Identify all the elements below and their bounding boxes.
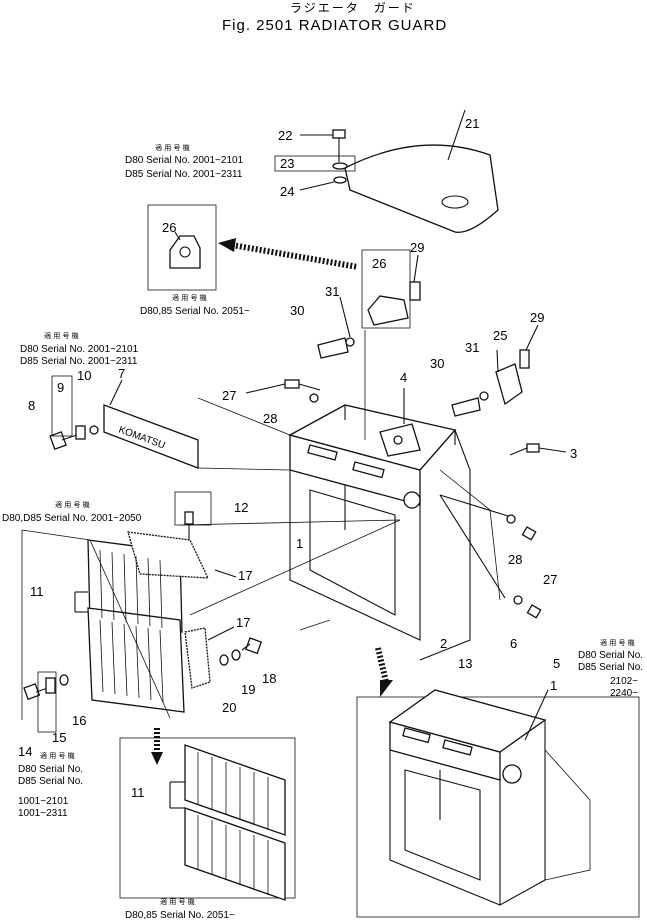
serial-line: 2240~ (610, 688, 638, 699)
serial-line: D85 Serial No. 2001~2311 (125, 169, 243, 180)
serial-note-top: 適 用 号 機 D80 Serial No. 2001~2101 D85 Ser… (125, 143, 244, 180)
part-label-27b: 27 (543, 572, 557, 587)
part-label-3: 3 (570, 446, 577, 461)
part-label-12: 12 (234, 500, 248, 515)
serial-note-grille-new: 適 用 号 機 D80,85 Serial No. 2051~ (125, 897, 235, 921)
part-label-1: 1 (296, 536, 303, 551)
part-label-2: 2 (440, 636, 447, 651)
part-label-9: 9 (57, 380, 64, 395)
part-label-11: 11 (30, 584, 44, 599)
figure-title: Fig. 2501 RADIATOR GUARD (222, 17, 447, 34)
serial-line: D80 Serial No. (578, 650, 643, 661)
serial-jp: 適 用 号 機 (44, 331, 79, 340)
callout-15-box (37, 671, 57, 733)
part-label-20: 20 (222, 700, 236, 715)
serial-note-grille-old: 適 用 号 機 D80 Serial No. D85 Serial No. 10… (18, 751, 83, 819)
part-label-25: 25 (493, 328, 507, 343)
inset-bracket-26 (147, 204, 217, 291)
serial-line: D85 Serial No. (578, 662, 643, 673)
serial-jp: 適 用 号 機 (40, 751, 75, 760)
part-label-27: 27 (222, 388, 236, 403)
radiator-guard-frame (288, 404, 501, 661)
direction-arrow-3 (151, 728, 163, 765)
serial-line: D80 Serial No. (18, 764, 83, 775)
part-label-13: 13 (458, 656, 472, 671)
part-label-5: 5 (553, 656, 560, 671)
part-label-18: 18 (262, 671, 276, 686)
radiator-cover (344, 109, 499, 233)
part-label-8: 8 (28, 398, 35, 413)
bolt-27-top (245, 379, 321, 403)
part-label-10: 10 (77, 368, 91, 383)
part-label-4: 4 (400, 370, 407, 385)
inset-grille-slats (197, 752, 269, 895)
inset-frame-variant (356, 689, 640, 918)
serial-note-grille: 適 用 号 機 D80,D85 Serial No. 2001~2050 (2, 500, 142, 524)
serial-line: D85 Serial No. 2001~2311 (20, 356, 138, 367)
serial-line: D80,85 Serial No. 2051~ (125, 910, 235, 921)
part-label-22: 22 (278, 128, 292, 143)
bolt-22 (299, 129, 348, 191)
serial-jp: 適 用 号 機 (155, 143, 190, 152)
direction-arrow-2 (375, 647, 393, 697)
part-label-17b: 17 (236, 615, 250, 630)
serial-note-frame: 適 用 号 機 D80 Serial No. D85 Serial No. 21… (578, 638, 643, 699)
serial-line: D80 Serial No. 2001~2101 (125, 155, 244, 166)
part-label-21: 21 (465, 116, 479, 131)
emblem-7: KOMATSU (103, 379, 199, 469)
part-label-29: 29 (410, 240, 424, 255)
part-label-30b: 30 (430, 356, 444, 371)
serial-jp: 適 用 号 機 (172, 293, 207, 302)
serial-line: 1001~2101 (18, 796, 69, 807)
part-label-6: 6 (510, 636, 517, 651)
part-label-16: 16 (72, 713, 86, 728)
part-label-26: 26 (162, 220, 176, 235)
part-label-14: 14 (18, 744, 32, 759)
part-label-19: 19 (241, 682, 255, 697)
part-label-17: 17 (238, 568, 252, 583)
plate-4 (379, 388, 421, 457)
bracket-23-box (274, 155, 356, 172)
bolt-3 (509, 443, 567, 456)
part-label-26b: 26 (372, 256, 386, 271)
part-label-24: 24 (280, 184, 294, 199)
title-jp: ラジエータ ガード (290, 1, 416, 15)
bracket-25 (451, 324, 539, 417)
part-label-29b: 29 (530, 310, 544, 325)
part-label-30: 30 (290, 303, 304, 318)
part-label-7: 7 (118, 366, 125, 381)
part-label-23: 23 (280, 156, 294, 171)
grille-slats (99, 549, 164, 703)
serial-line: D85 Serial No. (18, 776, 83, 787)
guide-lines (179, 330, 401, 616)
serial-line: D80 Serial No. 2001~2101 (20, 344, 139, 355)
part-label-31b: 31 (465, 340, 479, 355)
inset-grille-variant (119, 737, 296, 901)
serial-line: D80,85 Serial No. 2051~ (140, 306, 250, 317)
bolt-18 (219, 637, 263, 666)
callout-labels: 1 1 2 3 4 5 6 7 8 9 10 11 11 12 13 14 15… (18, 116, 577, 800)
callout-9-box (51, 375, 73, 437)
part-label-1b: 1 (550, 678, 557, 693)
serial-note-bracket: 適 用 号 機 D80,85 Serial No. 2051~ (140, 293, 250, 317)
serial-line: 2102~ (610, 676, 638, 687)
bolts-right (439, 494, 542, 619)
bolt-8 (49, 425, 99, 450)
serial-line: D80,D85 Serial No. 2001~2050 (2, 513, 142, 524)
serial-line: 1001~2311 (18, 808, 68, 819)
part-label-15: 15 (52, 730, 66, 745)
serial-note-emblem: 適 用 号 機 D80 Serial No. 2001~2101 D85 Ser… (20, 331, 139, 367)
part-label-31: 31 (325, 284, 339, 299)
part-label-11b: 11 (131, 785, 145, 800)
serial-jp: 適 用 号 機 (600, 638, 635, 647)
serial-jp: 適 用 号 機 (55, 500, 90, 509)
direction-arrow-1 (218, 238, 359, 270)
serial-jp: 適 用 号 機 (160, 897, 195, 906)
bolt-14 (23, 674, 69, 701)
part-label-28: 28 (263, 411, 277, 426)
bracket-26 (317, 249, 421, 359)
part-label-28b: 28 (508, 552, 522, 567)
